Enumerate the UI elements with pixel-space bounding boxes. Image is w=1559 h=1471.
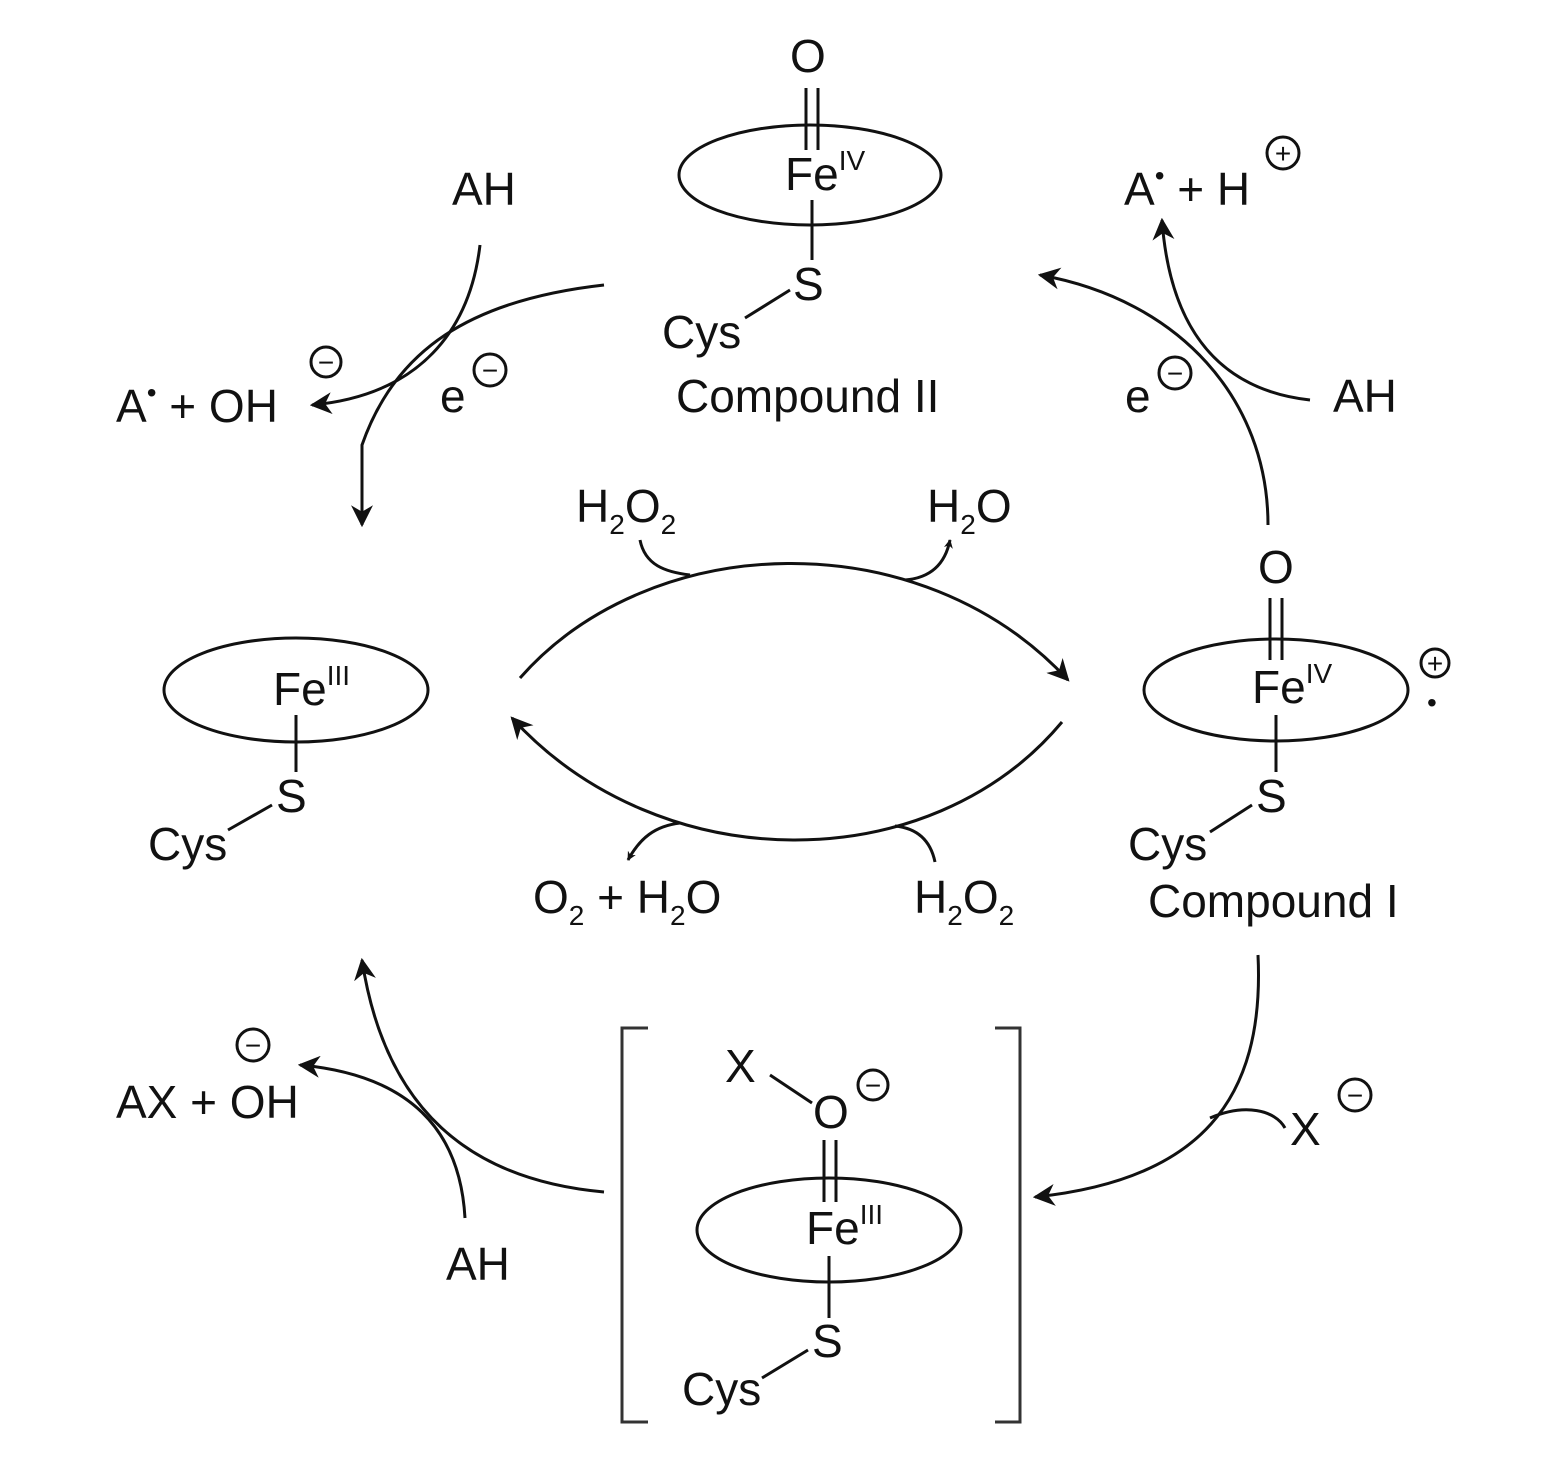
hydroxide-charge-circle-top-left	[309, 345, 343, 379]
electron-top-right: e	[1125, 370, 1151, 422]
ax-hydroxide-charge: −	[245, 1030, 261, 1061]
halide-oxidation-group: X −	[1032, 954, 1373, 1206]
h2o2-top: H2O2	[576, 480, 676, 540]
compound-ii-iron: FeIV	[785, 145, 865, 200]
arrow-adduct-to-resting	[354, 957, 605, 1194]
adduct-charge: −	[865, 1070, 881, 1101]
arrow-ah-to-ax	[297, 1055, 467, 1219]
adduct-x-o-bond	[769, 1073, 813, 1105]
arrow-compound-i-to-adduct	[1032, 954, 1261, 1206]
electron-top-left: e	[440, 370, 466, 422]
catalase-cycle-group: H2O2 H2O O2 + H2O H2O2	[510, 480, 1070, 931]
h2o2-bottom: H2O2	[914, 871, 1014, 931]
compound-i-reduction-group: A• + H + e − AH	[1037, 135, 1397, 526]
adduct-s-cys-bond	[761, 1348, 809, 1380]
right-bracket	[995, 1026, 1022, 1424]
ah-right: AH	[1333, 370, 1397, 422]
adduct-iron: FeIII	[806, 1199, 883, 1254]
h2o2-top-input-curve	[638, 539, 691, 577]
arrow-ah-to-radical-top-left	[309, 244, 482, 415]
compound-ii-reduction-group: AH A• + OH − e −	[116, 163, 605, 528]
arrow-resting-to-compound-i	[518, 562, 1070, 682]
resting-s-cys-bond	[227, 803, 273, 832]
hydroxide-charge-top-left: −	[318, 347, 334, 378]
compound-ii-structure: O FeIV S Cys Compound II	[662, 30, 943, 422]
radical-proton-top-right: A• + H	[1124, 160, 1250, 215]
compound-ii-oxo: O	[790, 30, 826, 82]
arrow-compound-i-to-compound-ii	[1037, 267, 1270, 526]
compound-i-cys: Cys	[1128, 818, 1207, 870]
compound-ii-cys: Cys	[662, 306, 741, 358]
adduct-oxygen: O	[813, 1086, 849, 1138]
compound-ii-sulfur: S	[793, 258, 824, 310]
compound-i-charge-circle	[1419, 647, 1451, 679]
halide-charge: −	[1347, 1080, 1363, 1111]
halide-x: X	[1290, 1103, 1321, 1155]
hypohalite-adduct-structure: X O − FeIII S Cys	[620, 1026, 1022, 1424]
compound-i-label: Compound I	[1148, 875, 1399, 927]
compound-i-structure: O FeIV + • S Cys Compound I	[1128, 541, 1451, 927]
resting-iron: FeIII	[273, 660, 350, 715]
electron-charge-top-left: −	[482, 355, 498, 386]
electron-charge-top-right: −	[1167, 358, 1183, 389]
adduct-charge-circle	[856, 1068, 890, 1102]
arrow-compound-ii-to-resting	[351, 283, 605, 528]
halide-input-curve	[1209, 1108, 1287, 1129]
electron-charge-circle-top-left	[472, 352, 508, 388]
h2o2-bottom-input-curve	[894, 824, 937, 863]
resting-enzyme-structure: FeIII S Cys	[148, 636, 430, 870]
radical-oh-top-left: A• + OH	[116, 377, 278, 432]
ax-hydroxide: AX + OH	[116, 1076, 299, 1128]
adduct-halogen: X	[725, 1040, 756, 1092]
compound-i-oxo: O	[1258, 541, 1294, 593]
ax-hydroxide-charge-circle	[235, 1027, 271, 1063]
arrow-compound-i-to-resting	[510, 716, 1064, 842]
arrow-ah-to-radical-top-right	[1152, 217, 1311, 402]
halide-charge-circle	[1337, 1077, 1373, 1113]
left-bracket	[620, 1026, 648, 1424]
arrow-to-water-top	[904, 539, 953, 582]
proton-charge: +	[1275, 138, 1291, 169]
compound-i-sulfur: S	[1256, 770, 1287, 822]
electron-charge-circle-top-right	[1157, 355, 1193, 391]
compound-i-radical-dot: •	[1427, 687, 1437, 718]
adduct-sulfur: S	[812, 1315, 843, 1367]
resting-cys: Cys	[148, 818, 227, 870]
compound-i-charge: +	[1427, 648, 1443, 679]
compound-i-iron: FeIV	[1252, 658, 1332, 713]
compound-ii-s-cys-bond	[744, 288, 791, 320]
compound-ii-porphyrin-ellipse	[677, 123, 943, 227]
compound-ii-label: Compound II	[676, 370, 939, 422]
o2-water-bottom: O2 + H2O	[533, 871, 721, 931]
resting-sulfur: S	[276, 770, 307, 822]
ah-bottom: AH	[446, 1238, 510, 1290]
adduct-cys: Cys	[682, 1363, 761, 1415]
halogenation-return-group: AX + OH − AH	[116, 957, 605, 1290]
arrow-to-o2-water-bottom	[626, 821, 681, 861]
compound-i-s-cys-bond	[1209, 803, 1253, 834]
water-top: H2O	[927, 480, 1012, 540]
proton-charge-circle	[1265, 135, 1301, 171]
ah-top-left: AH	[452, 163, 516, 215]
